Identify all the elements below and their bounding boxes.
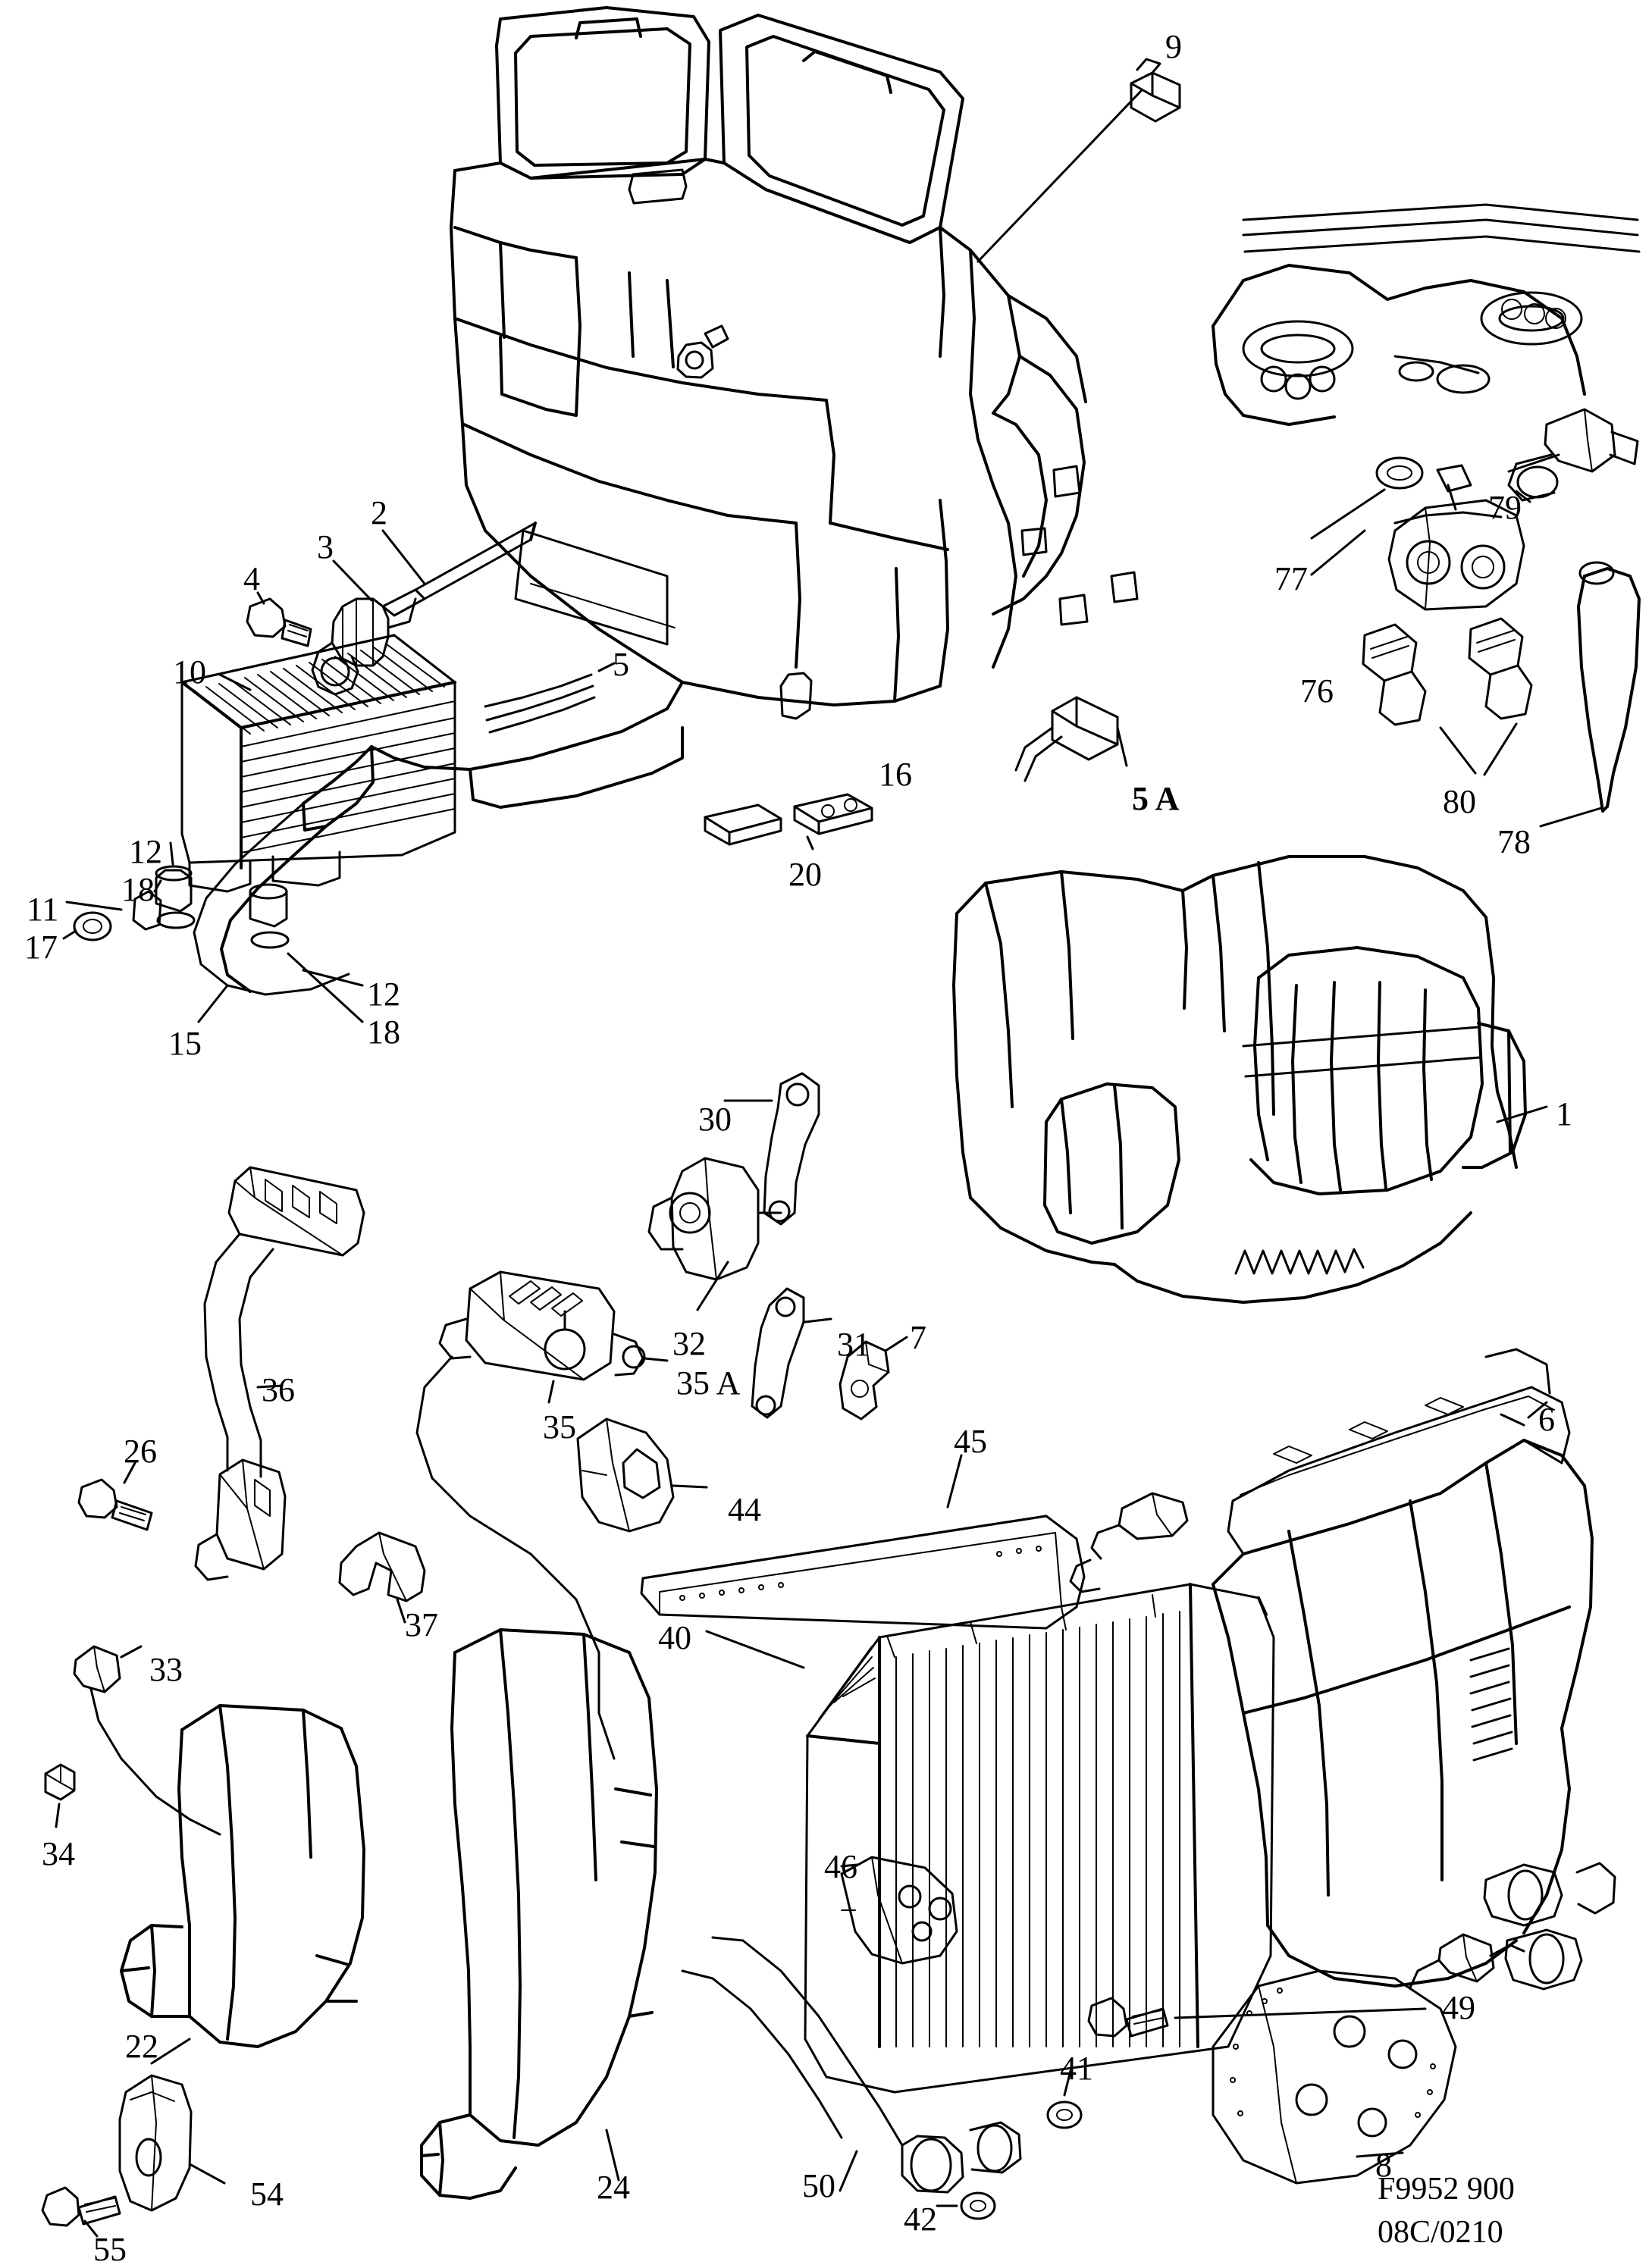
callout-40: 40: [658, 1619, 691, 1656]
callout-3: 3: [317, 528, 334, 565]
callout-5: 5: [613, 646, 629, 683]
drawing-number: F9952 900: [1378, 2172, 1515, 2207]
callout-76: 76: [1300, 672, 1334, 710]
callout-15: 15: [168, 1025, 202, 1062]
callout-44: 44: [728, 1491, 761, 1528]
callout-46: 46: [824, 1848, 857, 1885]
callout-32: 32: [672, 1325, 706, 1362]
callout-55: 55: [93, 2231, 127, 2268]
drawing-footer: F9952 900 08C/0210: [1378, 2168, 1515, 2254]
callout-41: 41: [1060, 2050, 1093, 2087]
callout-26: 26: [124, 1433, 157, 1470]
callout-30: 30: [698, 1101, 732, 1138]
callout-12: 12: [129, 833, 162, 870]
callout-10: 10: [173, 653, 206, 691]
callout-5a: 5 A: [1132, 780, 1180, 817]
callout-12: 12: [367, 976, 400, 1013]
callout-42: 42: [904, 2201, 937, 2238]
callout-45: 45: [954, 1423, 987, 1460]
callout-18: 18: [367, 1013, 400, 1051]
callout-50: 50: [802, 2167, 835, 2204]
callout-54: 54: [250, 2176, 284, 2213]
callout-79: 79: [1488, 489, 1522, 526]
callout-31: 31: [837, 1326, 870, 1363]
callout-24: 24: [597, 2169, 630, 2206]
callout-4: 4: [243, 560, 260, 597]
callout-7: 7: [910, 1319, 926, 1356]
callout-9: 9: [1165, 28, 1182, 65]
callout-35: 35: [543, 1408, 576, 1446]
callout-22: 22: [125, 2028, 158, 2065]
callout-36: 36: [262, 1371, 295, 1408]
callout-78: 78: [1497, 823, 1531, 860]
callout-11: 11: [27, 891, 59, 928]
callout-35a: 35 A: [676, 1364, 741, 1402]
callout-34: 34: [42, 1835, 75, 1872]
callout-6: 6: [1538, 1401, 1555, 1438]
callout-49: 49: [1442, 1989, 1475, 2026]
callout-1: 1: [1556, 1095, 1572, 1132]
callout-37: 37: [405, 1606, 438, 1643]
callout-2: 2: [371, 494, 387, 531]
callout-18: 18: [121, 871, 155, 908]
callout-16: 16: [879, 756, 912, 793]
callout-17: 17: [24, 929, 58, 966]
drawing-reference: 08C/0210: [1378, 2214, 1503, 2250]
callout-33: 33: [149, 1651, 183, 1688]
callout-8: 8: [1375, 2147, 1392, 2184]
callout-20: 20: [788, 856, 822, 893]
callout-80: 80: [1443, 783, 1476, 820]
callout-77: 77: [1274, 560, 1308, 597]
